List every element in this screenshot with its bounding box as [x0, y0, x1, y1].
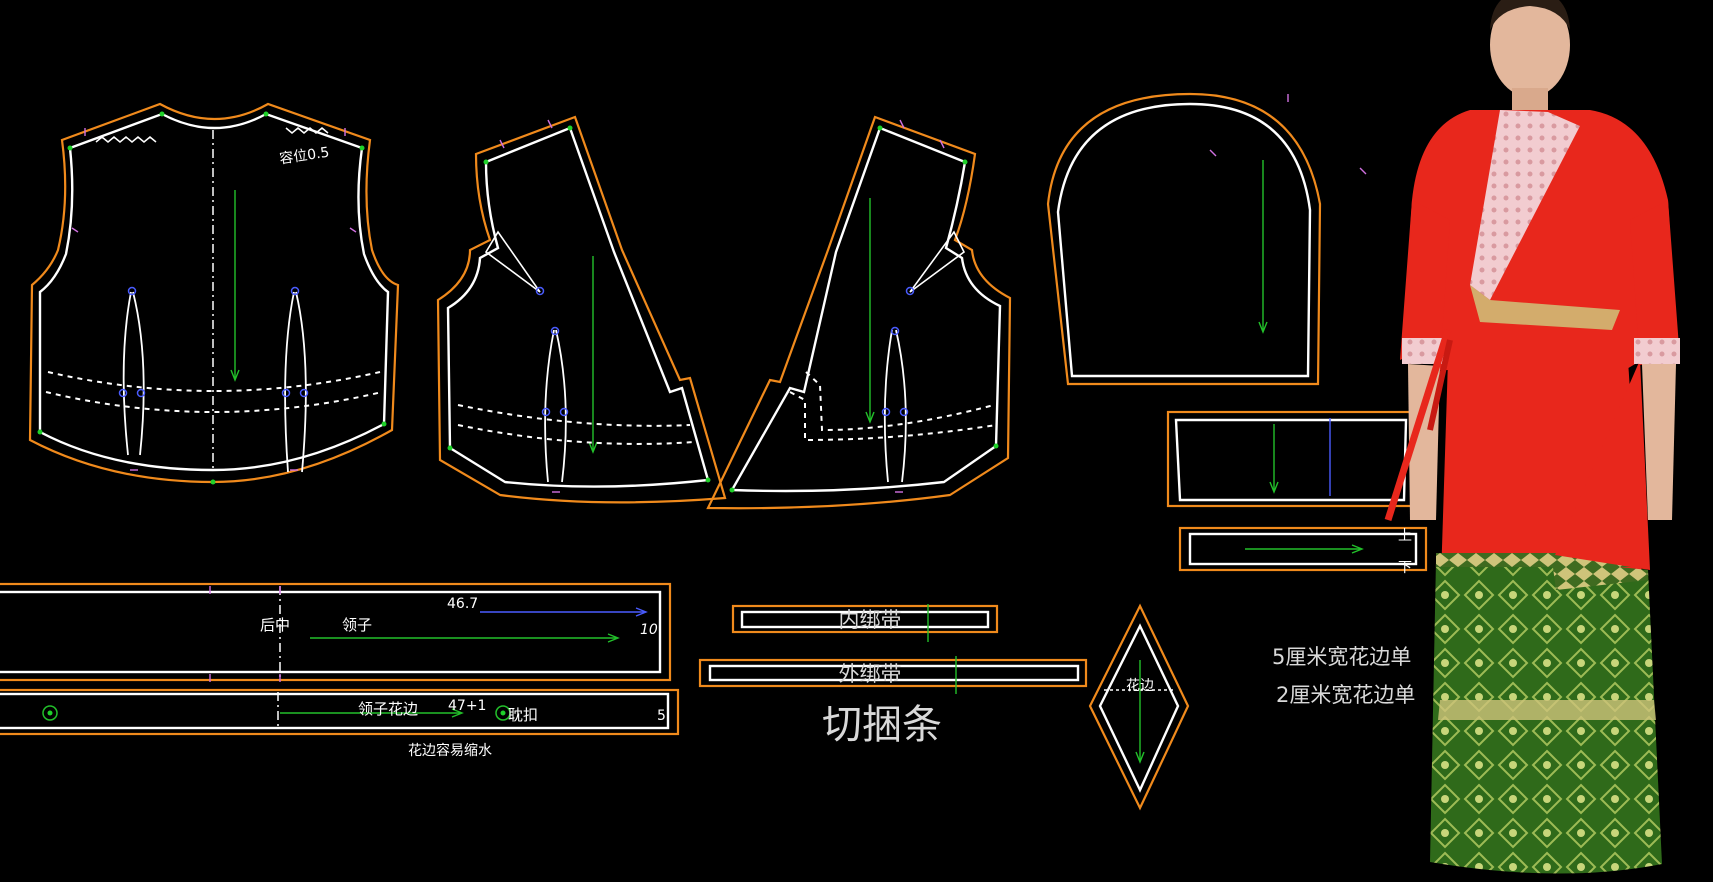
back-bodice-piece[interactable] — [28, 102, 400, 485]
inner-tie-label: 内绑带 — [839, 608, 902, 632]
sleeve-lace-band-piece[interactable] — [1178, 526, 1428, 572]
right-front-bodice-piece[interactable] — [706, 115, 1012, 510]
collar-label: 领子 — [342, 616, 372, 634]
ease-label: 容位0.5 — [278, 144, 330, 168]
collar-length-label: 46.7 — [447, 596, 478, 612]
lace-width-label: 5 — [657, 708, 666, 724]
diamond-lace-label: 花边 — [1126, 678, 1154, 694]
outer-tie-label: 外绑带 — [839, 662, 902, 686]
diamond-lace-piece[interactable] — [1088, 603, 1190, 811]
model-render — [1384, 0, 1680, 874]
outer-tie-piece[interactable] — [698, 656, 1088, 694]
down-mark: 下 — [1398, 560, 1412, 576]
left-front-bodice-piece[interactable] — [436, 115, 727, 504]
lace-length-label: 47+1 — [448, 698, 486, 714]
blouse — [1400, 110, 1680, 370]
lace-shrink-note: 花边容易缩水 — [408, 742, 492, 759]
inner-tie-piece[interactable] — [731, 604, 999, 642]
lace-collar — [1470, 110, 1580, 300]
collar-lace-piece[interactable] — [0, 688, 680, 736]
back-center-label: 后中 — [260, 616, 290, 634]
collar-lace-label: 领子花边 — [358, 700, 418, 718]
collar-piece[interactable] — [0, 582, 672, 682]
sleeve-band-piece[interactable] — [1166, 410, 1416, 508]
up-mark: 上 — [1398, 528, 1412, 544]
sleeve-piece[interactable] — [1046, 92, 1367, 386]
button-loop-label: 耽扣 — [508, 706, 538, 724]
bias-strip-label: 切捆条 — [822, 702, 942, 748]
lace-5cm-note: 5厘米宽花边单 — [1272, 645, 1411, 669]
collar-width-label: 10 — [640, 622, 658, 638]
lace-2cm-note: 2厘米宽花边单 — [1276, 683, 1415, 707]
